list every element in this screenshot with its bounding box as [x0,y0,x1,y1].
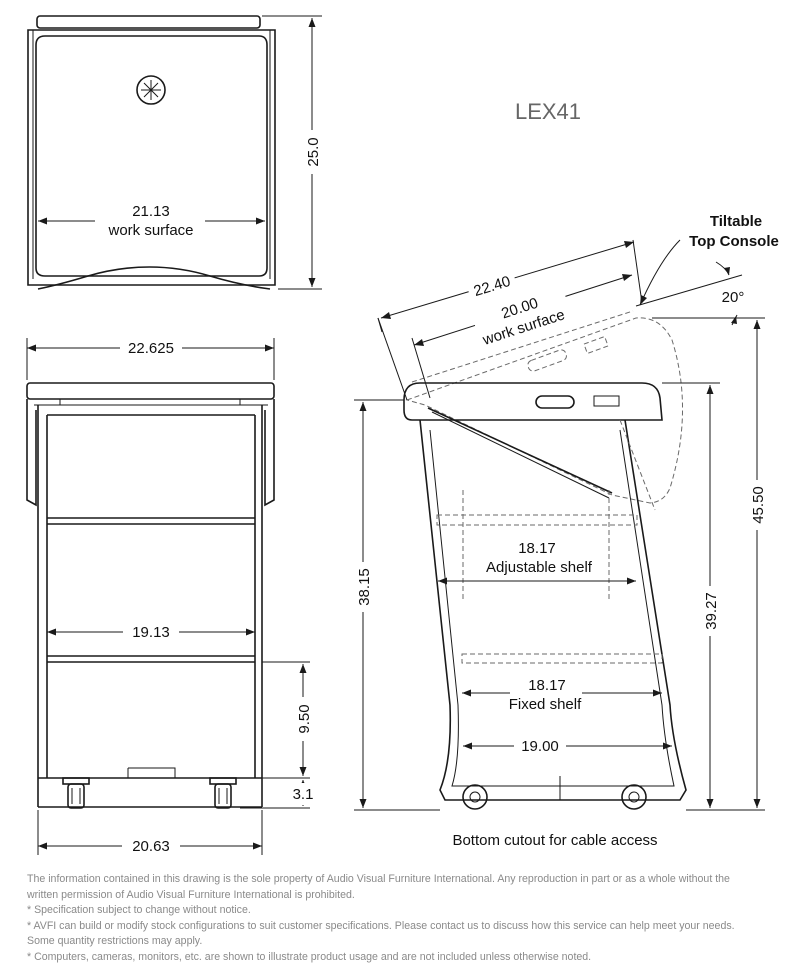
cable-cutout-label: Bottom cutout for cable access [452,832,657,849]
side-top-console [403,382,663,421]
callout-line1: Tiltable [710,213,762,230]
top-width-value: 21.13 [132,203,170,220]
front-view: 22.625 19.13 9. [26,338,314,856]
note-line: * Computers, cameras, monitors, etc. are… [27,950,592,963]
front-overall-width-value: 22.625 [128,340,174,357]
note-line: * AVFI can build or modify stock configu… [27,919,735,932]
note-line: * Specification subject to change withou… [27,904,251,916]
front-inner-width-value: 19.13 [132,624,170,641]
top-view-work-surface [35,35,268,277]
side-fixed-shelf-label: Fixed shelf [509,696,582,713]
side-fixed-shelf-value: 18.17 [528,677,566,694]
top-view: 21.13 work surface 25.0 [27,15,322,290]
disclaimer-notes: The information contained in this drawin… [27,872,797,965]
front-right-caster-icon [209,777,237,809]
side-adjustable-shelf [436,514,638,526]
top-view-back-rail [36,15,261,29]
side-adj-shelf-value: 18.17 [518,540,556,557]
side-base-depth-value: 19.00 [521,738,559,755]
side-tilted-height-value: 45.50 [750,486,767,524]
callout-line2: Top Console [689,233,779,250]
front-base-width-value: 20.63 [132,838,170,855]
side-body-outline [419,419,687,801]
front-left-caster-icon [62,777,90,809]
front-shelf-height-value: 9.50 [296,704,313,733]
side-view: Tiltable Top Console 20° 22.40 20.00 wor… [353,213,779,849]
cable-grommet-icon [136,75,166,105]
side-work-height-value: 38.15 [356,568,373,606]
side-adj-shelf-label: Adjustable shelf [486,559,593,576]
side-handle [535,395,575,409]
front-side-flares [26,399,275,507]
side-fixed-shelf [461,653,663,664]
note-line: The information contained in this drawin… [27,873,730,885]
top-view-outline [27,29,276,286]
top-width-label: work surface [107,222,193,239]
angle-value: 20° [722,289,745,306]
page-title: LEX41 [515,99,581,124]
top-depth-value: 25.0 [305,137,322,166]
front-body-sides [37,405,263,807]
technical-drawing: 21.13 work surface 25.0 22.625 [26,15,779,856]
front-top-surface [26,382,275,400]
tilt-strut [427,407,613,494]
front-caster-height-value: 3.1 [293,786,314,803]
front-fixed-shelf [47,655,255,663]
note-line: written permission of Audio Visual Furni… [27,888,355,901]
tilted-console-outline [405,317,684,504]
note-line: Some quantity restrictions may apply. [27,935,203,947]
side-rear-caster-icon [621,784,647,810]
front-adjustable-shelf [47,517,255,525]
side-rear-height-value: 39.27 [703,592,720,630]
top-view-front-curve [37,266,271,290]
side-front-caster-icon [462,784,488,810]
